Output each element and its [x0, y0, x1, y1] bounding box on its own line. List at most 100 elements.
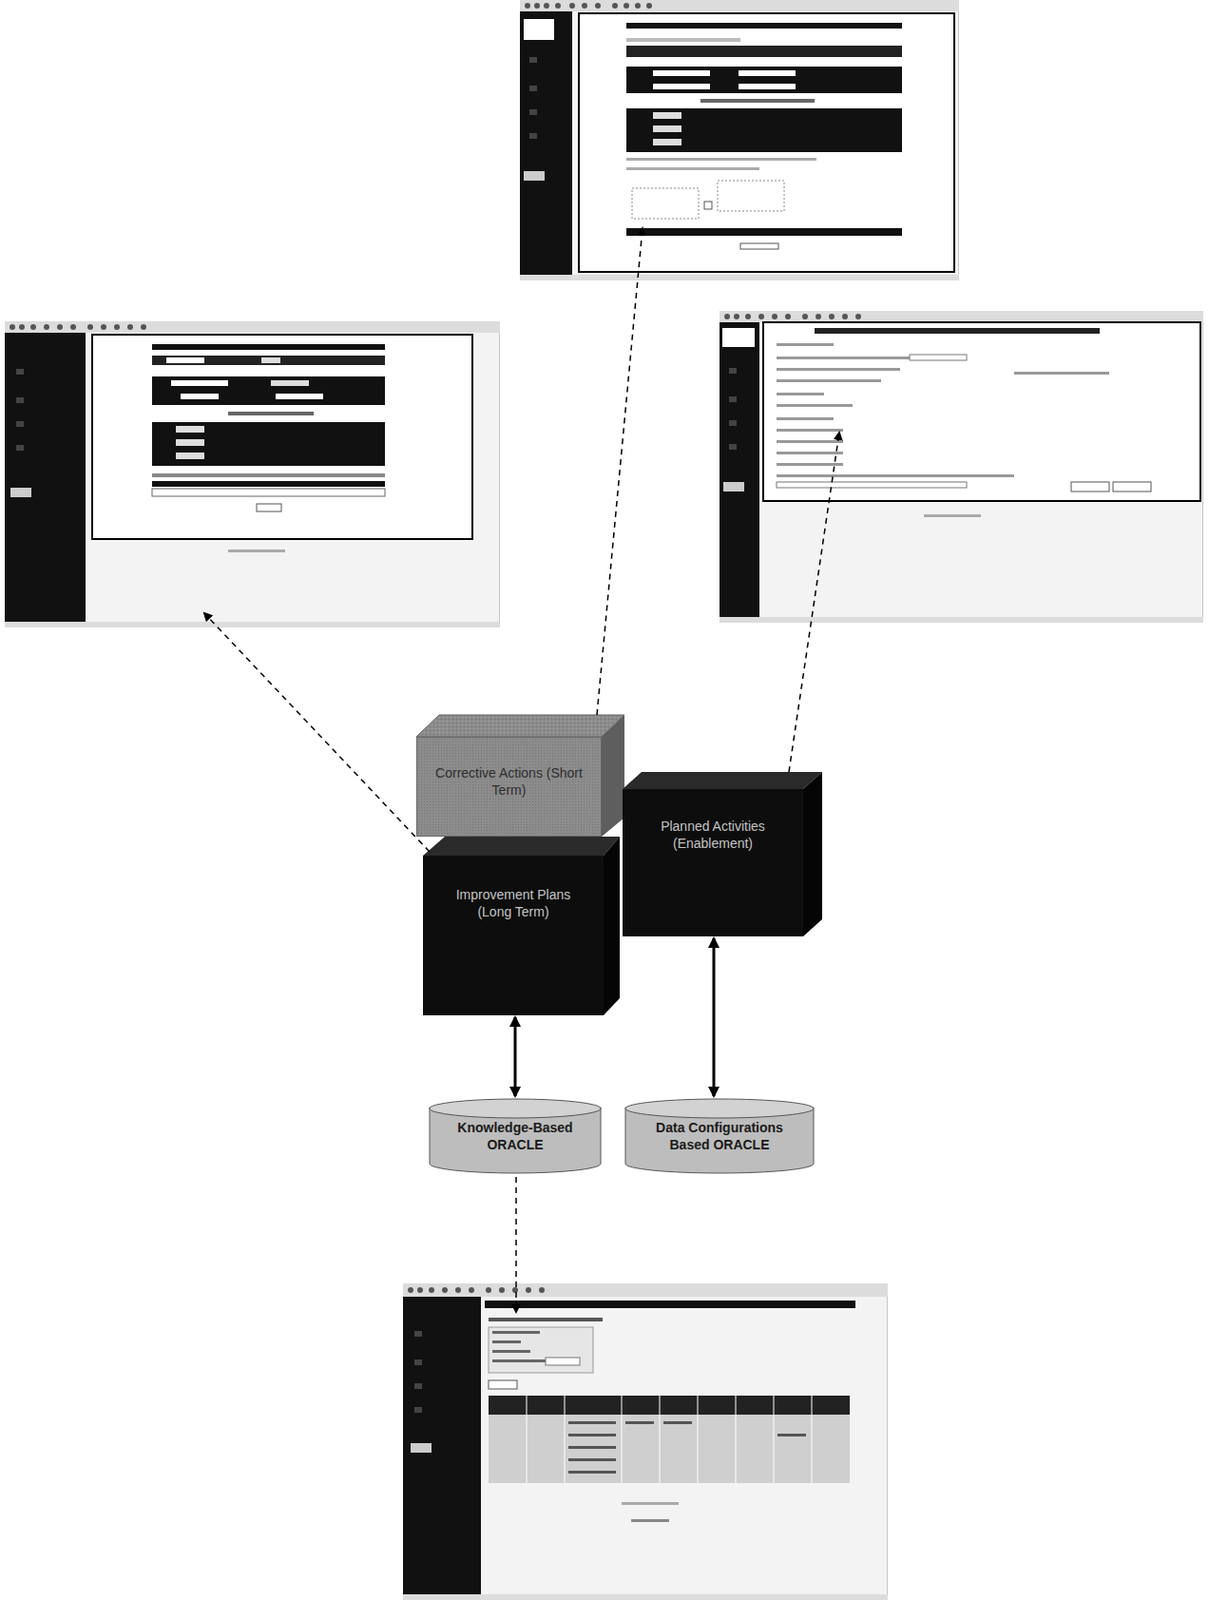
screen-detail [733, 313, 740, 320]
screen-detail [417, 1286, 423, 1293]
screen-detail [776, 440, 844, 443]
screen-detail [534, 2, 540, 9]
screenshot-corrective [519, 0, 960, 281]
screen-detail [523, 19, 555, 40]
screenshot-improvement [4, 321, 500, 628]
screen-detail [568, 1420, 806, 1474]
screen-detail [175, 439, 205, 446]
screen-detail [1113, 481, 1152, 492]
screenshot-knowledge [403, 1283, 888, 1600]
screen-detail [776, 403, 853, 407]
screen-detail [529, 85, 538, 92]
screen-detail [564, 1395, 566, 1483]
screen-detail [623, 2, 630, 9]
screen-detail [663, 1420, 692, 1424]
screen-detail [776, 392, 825, 396]
cylinder-outline [428, 1097, 602, 1174]
screen-detail [776, 379, 882, 383]
screen-detail [700, 98, 815, 103]
screen-detail [724, 313, 862, 320]
dashed-leaders [204, 228, 840, 1312]
screen-detail [578, 13, 955, 272]
screen-detail [923, 514, 981, 518]
double-arrow [712, 938, 716, 1096]
screen-detail [140, 324, 147, 330]
screen-detail [275, 393, 324, 400]
node-label: Planned Activities (Enablement) [637, 817, 788, 852]
screen-detail [626, 66, 902, 94]
screen-detail [455, 1286, 461, 1293]
screen-detail [488, 1380, 518, 1389]
screen-detail [114, 324, 120, 330]
screen-detail [166, 357, 205, 364]
screen-detail [175, 425, 205, 433]
screen-detail [525, 1286, 532, 1293]
screen-detail [484, 1300, 856, 1308]
screen-detail [811, 1395, 813, 1483]
screen-detail [568, 1470, 616, 1474]
screen-detail [414, 1382, 423, 1389]
screen-detail [428, 1286, 435, 1293]
screen-detail [626, 45, 902, 58]
screen-detail [719, 322, 760, 617]
screen-detail [87, 324, 94, 330]
screen-detail [526, 1395, 812, 1483]
screen-detail [492, 1349, 531, 1353]
screen-detail [492, 1330, 550, 1363]
screen-detail [723, 481, 745, 492]
screen-detail [529, 109, 538, 116]
block-side-face [601, 714, 625, 837]
action-block: Corrective Actions (Short Term) [416, 736, 602, 837]
screen-detail [512, 1286, 519, 1293]
cylinder-top [429, 1098, 601, 1118]
screenshot-planned [719, 310, 1204, 623]
database-cylinder: Data Configurations Based ORACLE [624, 1097, 815, 1174]
screen-detail [740, 243, 779, 250]
screen-detail [10, 487, 32, 498]
screen-detail [519, 0, 960, 12]
screen-detail [9, 324, 16, 330]
screen-detail [529, 57, 538, 63]
screen-detail [569, 2, 576, 9]
screen-detail [403, 1283, 888, 1297]
screen-detail [4, 332, 86, 622]
screen-detail [515, 1176, 518, 1312]
block-top-face [622, 771, 823, 789]
block-side-face [603, 836, 620, 1016]
screen-detail [568, 1445, 616, 1449]
screen-detail [729, 420, 737, 426]
screen-detail [568, 1433, 616, 1437]
screen-detail [788, 432, 840, 772]
screen-detail [16, 397, 24, 403]
screen-detail [763, 322, 1201, 501]
screen-detail [724, 313, 730, 320]
screen-detail [729, 367, 737, 450]
screen-detail [1014, 371, 1110, 375]
screen-detail [256, 503, 282, 512]
screen-detail [403, 1296, 481, 1595]
screen-detail [773, 1395, 775, 1483]
screen-detail [776, 481, 967, 488]
screen-detail [729, 396, 737, 403]
screen-detail [9, 324, 147, 330]
screen-detail [568, 1458, 616, 1461]
screen-detail [777, 1433, 806, 1437]
screen-detail [529, 133, 538, 139]
screen-detail [776, 356, 920, 360]
screen-detail [697, 1395, 699, 1483]
screen-detail [612, 2, 618, 9]
screen-detail [594, 2, 601, 9]
screen-detail [776, 428, 844, 432]
screen-detail [152, 473, 385, 478]
screen-detail [626, 157, 817, 161]
screen-detail [652, 138, 682, 146]
plan-block: Improvement Plans (Long Term) [422, 855, 604, 1016]
screen-detail [776, 417, 834, 421]
screen-detail [568, 1420, 616, 1424]
screen-detail [403, 1593, 888, 1600]
screen-detail [631, 1518, 670, 1522]
double-arrow [514, 1017, 518, 1096]
screen-detail [745, 313, 751, 320]
database-cylinder: Knowledge-Based ORACLE [428, 1097, 602, 1174]
